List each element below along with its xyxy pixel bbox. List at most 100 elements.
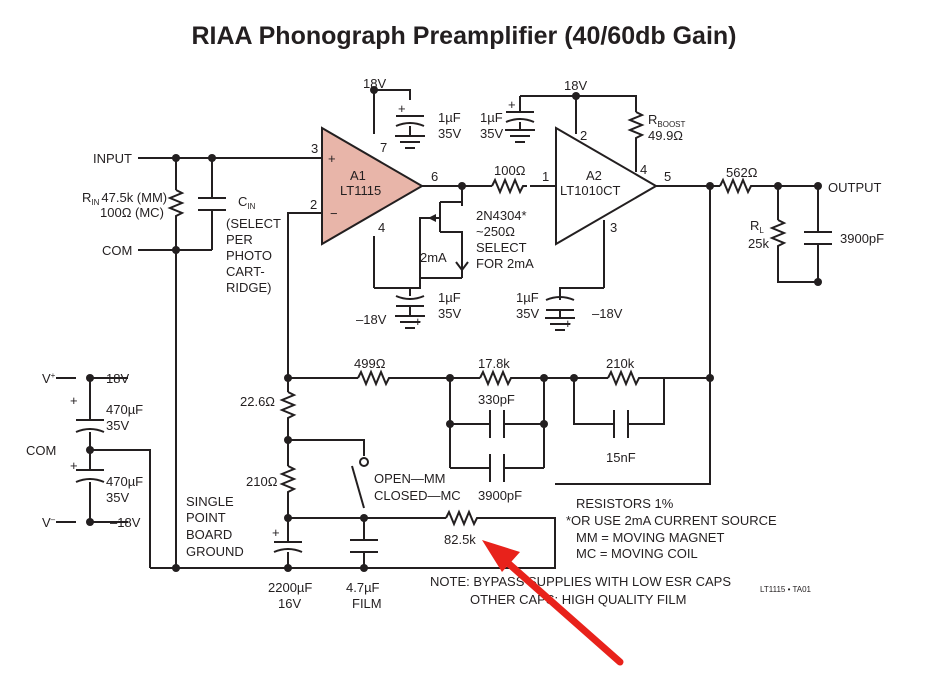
svg-text:FOR 2mA: FOR 2mA <box>476 256 534 271</box>
svg-text:1: 1 <box>542 169 549 184</box>
capacitor-15n <box>613 410 629 438</box>
opamp-a2: A2 LT1010CT 1 2 4 3 5 <box>542 126 671 246</box>
resistor-rin <box>167 189 185 222</box>
svg-text:–18V: –18V <box>356 312 387 327</box>
current-arrow <box>455 244 469 272</box>
svg-text:+: + <box>70 458 78 473</box>
junction-dots <box>86 86 822 572</box>
resistor-82-5k <box>445 509 481 527</box>
svg-text:3900pF: 3900pF <box>840 231 884 246</box>
svg-text:SINGLE: SINGLE <box>186 494 234 509</box>
svg-text:POINT: POINT <box>186 510 226 525</box>
svg-text:RIDGE): RIDGE) <box>226 280 272 295</box>
svg-text:35V: 35V <box>438 126 461 141</box>
svg-text:1µF: 1µF <box>516 290 539 305</box>
svg-text:330pF: 330pF <box>478 392 515 407</box>
svg-text:+: + <box>564 316 572 331</box>
input-label: INPUT <box>93 151 132 166</box>
svg-text:+: + <box>70 393 78 408</box>
svg-text:2mA: 2mA <box>420 250 447 265</box>
svg-text:470µF: 470µF <box>106 402 143 417</box>
svg-text:16V: 16V <box>278 596 301 611</box>
capacitor-3900-out <box>804 231 832 245</box>
svg-text:V–: V– <box>42 515 56 530</box>
svg-text:PER: PER <box>226 232 253 247</box>
svg-text:499Ω: 499Ω <box>354 356 386 371</box>
svg-text:CLOSED—MC: CLOSED—MC <box>374 488 461 503</box>
svg-text:+: + <box>414 314 422 329</box>
svg-text:SELECT: SELECT <box>476 240 527 255</box>
svg-text:210k: 210k <box>606 356 635 371</box>
svg-text:PHOTO: PHOTO <box>226 248 272 263</box>
svg-text:2: 2 <box>580 128 587 143</box>
svg-text:3: 3 <box>610 220 617 235</box>
svg-text:3900pF: 3900pF <box>478 488 522 503</box>
svg-text:V+: V+ <box>42 371 56 386</box>
resistor-562 <box>719 177 765 195</box>
svg-text:82.5k: 82.5k <box>444 532 476 547</box>
capacitor-a1-top <box>394 115 426 149</box>
capacitor-2200 <box>273 541 303 553</box>
resistors <box>167 111 787 527</box>
capacitors <box>75 104 832 553</box>
resistor-210 <box>279 465 297 494</box>
svg-text:49.9Ω: 49.9Ω <box>648 128 683 143</box>
svg-text:+: + <box>508 97 516 112</box>
svg-text:1µF: 1µF <box>438 290 461 305</box>
svg-text:15nF: 15nF <box>606 450 636 465</box>
svg-text:100Ω: 100Ω <box>494 163 526 178</box>
capacitor-3900-fb <box>489 454 505 482</box>
svg-text:A2: A2 <box>586 168 602 183</box>
resistor-rboost <box>627 111 645 146</box>
svg-text:LT1115: LT1115 <box>340 183 381 198</box>
svg-text:210Ω: 210Ω <box>246 474 278 489</box>
cin-label: CIN <box>238 194 256 211</box>
svg-text:22.6Ω: 22.6Ω <box>240 394 275 409</box>
capacitor-4-7 <box>350 539 378 553</box>
svg-text:FILM: FILM <box>352 596 382 611</box>
resistor-22-6 <box>279 391 297 420</box>
capacitor-a2-bottom <box>544 296 576 331</box>
svg-text:3: 3 <box>311 141 318 156</box>
svg-text:+: + <box>398 101 406 116</box>
svg-text:NOTE: BYPASS SUPPLIES WITH LOW: NOTE: BYPASS SUPPLIES WITH LOW ESR CAPS <box>430 574 731 589</box>
svg-text:470µF: 470µF <box>106 474 143 489</box>
svg-text:35V: 35V <box>106 490 129 505</box>
svg-text:35V: 35V <box>106 418 129 433</box>
svg-text:~250Ω: ~250Ω <box>476 224 515 239</box>
svg-text:1µF: 1µF <box>480 110 503 125</box>
svg-text:BOARD: BOARD <box>186 527 232 542</box>
svg-text:MC = MOVING COIL: MC = MOVING COIL <box>576 546 698 561</box>
resistor-17k8 <box>479 369 515 387</box>
svg-text:−: − <box>330 206 338 221</box>
svg-text:4: 4 <box>378 220 385 235</box>
resistor-499 <box>357 369 395 387</box>
rin-value-mc: 100Ω (MC) <box>100 205 164 220</box>
svg-text:CART-: CART- <box>226 264 265 279</box>
svg-text:OTHER CAPS: HIGH QUALITY FILM: OTHER CAPS: HIGH QUALITY FILM <box>470 592 686 607</box>
svg-text:18V: 18V <box>106 371 129 386</box>
svg-text:A1: A1 <box>350 168 366 183</box>
capacitor-330 <box>489 410 505 438</box>
svg-text:+: + <box>328 151 336 166</box>
svg-text:MM = MOVING MAGNET: MM = MOVING MAGNET <box>576 530 724 545</box>
red-arrow-annotation <box>482 540 624 666</box>
svg-text:–18V: –18V <box>592 306 623 321</box>
svg-text:*OR USE 2mA CURRENT SOURCE: *OR USE 2mA CURRENT SOURCE <box>566 513 777 528</box>
svg-text:25k: 25k <box>748 236 769 251</box>
svg-text:+: + <box>272 525 280 540</box>
svg-text:18V: 18V <box>564 78 587 93</box>
capacitor-a2-top <box>504 104 536 143</box>
capacitor-supply-neg <box>75 469 105 483</box>
svg-text:7: 7 <box>380 140 387 155</box>
resistor-rl <box>769 219 787 252</box>
svg-text:RBOOST: RBOOST <box>648 112 686 129</box>
resistor-100 <box>491 177 527 195</box>
svg-text:35V: 35V <box>516 306 539 321</box>
svg-text:LT1115 • TA01: LT1115 • TA01 <box>760 585 812 594</box>
svg-text:6: 6 <box>431 169 438 184</box>
capacitor-supply-pos <box>75 419 105 433</box>
svg-text:2N4304*: 2N4304* <box>476 208 527 223</box>
svg-text:18V: 18V <box>363 76 386 91</box>
